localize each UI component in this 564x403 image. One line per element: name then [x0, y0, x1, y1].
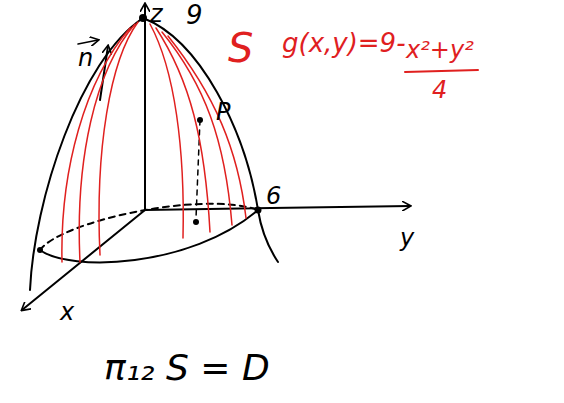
- surface-outline: [30, 18, 278, 290]
- base-ellipse-back: [40, 204, 258, 250]
- point-dot: [197, 117, 203, 123]
- axis-label: y: [400, 226, 414, 250]
- axis-dot: [255, 207, 262, 214]
- apex-dot: [139, 14, 147, 22]
- height-value: 9: [186, 2, 203, 28]
- normal-vector: [100, 46, 108, 100]
- surface-name: S: [228, 28, 253, 68]
- projection-dot: [193, 219, 199, 225]
- axis-dot: [37, 247, 43, 253]
- formula-numerator: x²+y²: [406, 38, 474, 62]
- axis-label: x: [60, 300, 74, 324]
- projection-formula: π₁₂ S = D: [104, 350, 270, 386]
- formula-text: g(x,y)=9-: [282, 30, 406, 56]
- point-label: P: [216, 100, 230, 124]
- radius-value: 6: [266, 184, 281, 208]
- z-axis: [144, 4, 146, 210]
- base-ellipse: [40, 210, 258, 262]
- formula-denominator: 4: [432, 78, 447, 102]
- normal-label: n: [78, 46, 93, 70]
- surface-curves: [62, 22, 246, 262]
- axis-label: z: [150, 2, 163, 26]
- vector-arrow: [78, 40, 98, 44]
- fraction-bar: [405, 70, 478, 72]
